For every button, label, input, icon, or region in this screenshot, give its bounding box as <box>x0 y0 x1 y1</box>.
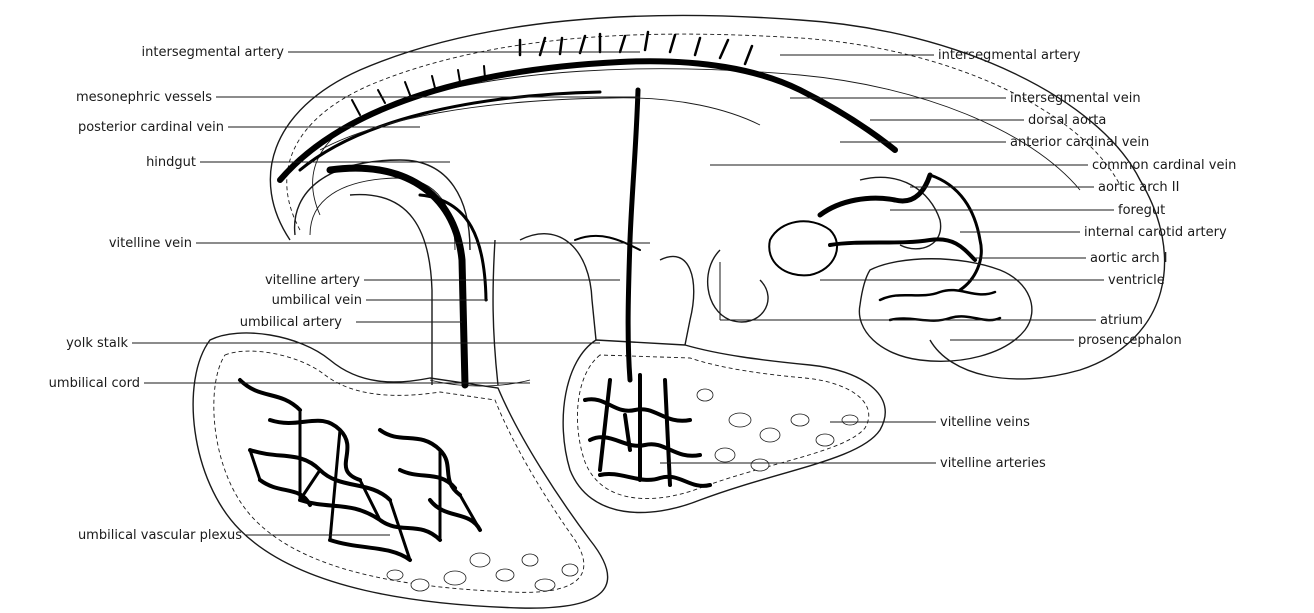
label-mesonephric-vessels: mesonephric vessels <box>76 90 212 105</box>
yolk-sac-vessels <box>585 375 858 486</box>
prosencephalon-vessels <box>880 290 1000 321</box>
label-prosencephalon: prosencephalon <box>1078 333 1182 348</box>
label-intersegmental-artery-left: intersegmental artery <box>142 45 285 60</box>
label-umbilical-vein: umbilical vein <box>272 293 362 308</box>
umbilical-cord-wall <box>350 195 432 385</box>
umbilical-cord-wall-2 <box>493 240 498 385</box>
umbilical-vascular-plexus <box>240 380 578 591</box>
plexus-cells <box>387 553 578 591</box>
label-intersegmental-vein: intersegmental vein <box>1010 91 1141 106</box>
label-foregut: foregut <box>1118 203 1165 218</box>
yolk-stalk-right-wall <box>660 256 694 345</box>
label-vitelline-artery: vitelline artery <box>265 273 360 288</box>
label-hindgut: hindgut <box>146 155 196 170</box>
atrium-shape <box>708 250 768 322</box>
label-atrium: atrium <box>1100 313 1143 328</box>
label-common-cardinal-vein: common cardinal vein <box>1092 158 1236 173</box>
prosencephalon-shape <box>859 259 1032 362</box>
label-aortic-arch-2: aortic arch II <box>1098 180 1179 195</box>
yolk-sac-cells <box>697 389 858 471</box>
yolk-sac <box>563 340 885 512</box>
plexus-network-2 <box>250 410 480 560</box>
label-intersegmental-artery-right: intersegmental artery <box>938 48 1081 63</box>
label-anterior-cardinal-vein: anterior cardinal vein <box>1010 135 1149 150</box>
yolk-stalk-left-wall <box>520 234 596 340</box>
aortic-arch-1-vessel <box>830 239 975 260</box>
foregut-shape <box>860 177 941 248</box>
aortic-arch-2-vessel <box>820 175 930 215</box>
label-ventricle: ventricle <box>1108 273 1165 288</box>
plexus-network <box>240 380 480 560</box>
label-umbilical-vascular-plexus: umbilical vascular plexus <box>78 528 242 543</box>
label-vitelline-veins: vitelline veins <box>940 415 1030 430</box>
label-posterior-cardinal-vein: posterior cardinal vein <box>78 120 224 135</box>
label-aortic-arch-1: aortic arch I <box>1090 251 1168 266</box>
vitelline-network <box>585 375 710 486</box>
label-dorsal-aorta: dorsal aorta <box>1028 113 1106 128</box>
label-internal-carotid-artery: internal carotid artery <box>1084 225 1227 240</box>
label-umbilical-cord: umbilical cord <box>49 376 140 391</box>
labels: intersegmental artery mesonephric vessel… <box>49 45 1237 543</box>
vitelline-artery-vessel <box>628 90 638 380</box>
label-vitelline-vein: vitelline vein <box>109 236 192 251</box>
label-umbilical-artery: umbilical artery <box>240 315 343 330</box>
hindgut-wall-inner <box>310 178 455 250</box>
label-yolk-stalk: yolk stalk <box>66 336 128 351</box>
ventricle-shape <box>769 221 837 275</box>
umbilical-vein-vessel <box>420 195 486 300</box>
label-vitelline-arteries: vitelline arteries <box>940 456 1046 471</box>
